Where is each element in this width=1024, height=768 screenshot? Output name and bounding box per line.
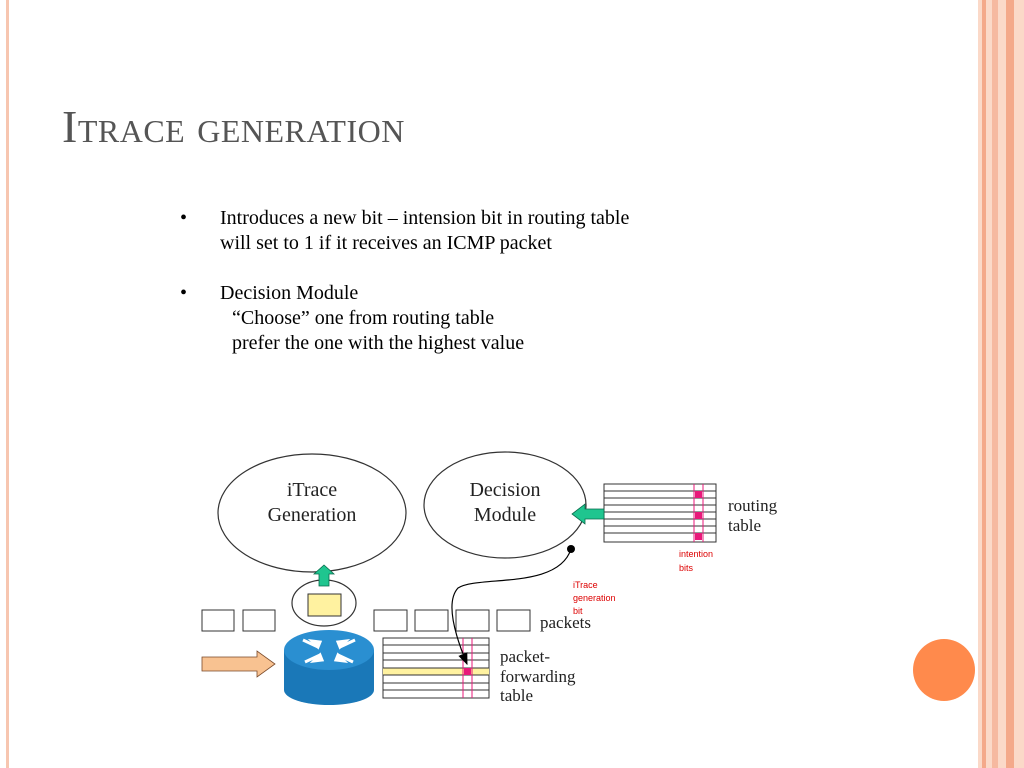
itrace-bit-label-1: iTrace — [573, 580, 598, 590]
bullet-2-sub-2: prefer the one with the highest value — [232, 332, 525, 354]
intention-bit-marker — [695, 491, 702, 498]
itrace-generation-bit-marker — [464, 668, 471, 675]
bullet-glyph: • — [180, 282, 188, 304]
bullet-2-line-1: Decision Module — [220, 282, 359, 304]
bullet-item-2: • Decision Module “Choose” one from rout… — [180, 281, 800, 356]
slide-title: Itrace generation — [62, 101, 405, 152]
packet-box — [414, 609, 449, 632]
decision-to-forwarding-connector — [451, 548, 572, 666]
itrace-generation-label-1: iTrace — [287, 479, 337, 501]
intention-bit-marker — [695, 533, 702, 540]
bullet-1-line-2: will set to 1 if it receives an ICMP pac… — [220, 232, 552, 254]
packet-box — [373, 609, 408, 632]
decision-module-label-2: Module — [474, 504, 536, 526]
intention-bit-marker — [695, 512, 702, 519]
bullet-item-1: • Introduces a new bit – intension bit i… — [180, 206, 800, 256]
itrace-generation-bit-square — [307, 593, 342, 617]
itrace-generation-node — [217, 453, 407, 573]
bullet-2-sub-1: “Choose” one from routing table — [232, 307, 495, 329]
packet-forwarding-table — [382, 637, 490, 699]
packet-box — [242, 609, 276, 632]
routing-table-label-1: routing — [728, 496, 778, 515]
routing-table-label-2: table — [728, 516, 761, 535]
incoming-packet-arrow — [201, 650, 276, 678]
green-arrow-up — [312, 564, 336, 587]
packet-box — [201, 609, 235, 632]
packet-forwarding-label-3: table — [500, 686, 533, 705]
router-icon — [284, 630, 374, 705]
packet-forwarding-label-2: forwarding — [500, 667, 576, 686]
intention-bits-label-1: intention — [679, 549, 713, 559]
packet-box — [496, 609, 531, 632]
itrace-bit-label-2: generation — [573, 593, 616, 603]
routing-table — [603, 483, 717, 543]
packet-forwarding-label-1: packet- — [500, 647, 550, 666]
packets-label: packets — [540, 613, 591, 632]
green-arrow-left — [571, 503, 605, 525]
itrace-generation-label-2: Generation — [268, 504, 357, 526]
bullet-1-line-1: Introduces a new bit – intension bit in … — [220, 207, 630, 229]
bullet-glyph: • — [180, 207, 188, 229]
decision-module-node — [423, 451, 587, 559]
itrace-bit-label-3: bit — [573, 606, 583, 616]
packet-box — [455, 609, 490, 632]
decision-module-label-1: Decision — [469, 479, 540, 501]
intention-bits-label-2: bits — [679, 563, 694, 573]
bullet-list: • Introduces a new bit – intension bit i… — [180, 206, 800, 381]
